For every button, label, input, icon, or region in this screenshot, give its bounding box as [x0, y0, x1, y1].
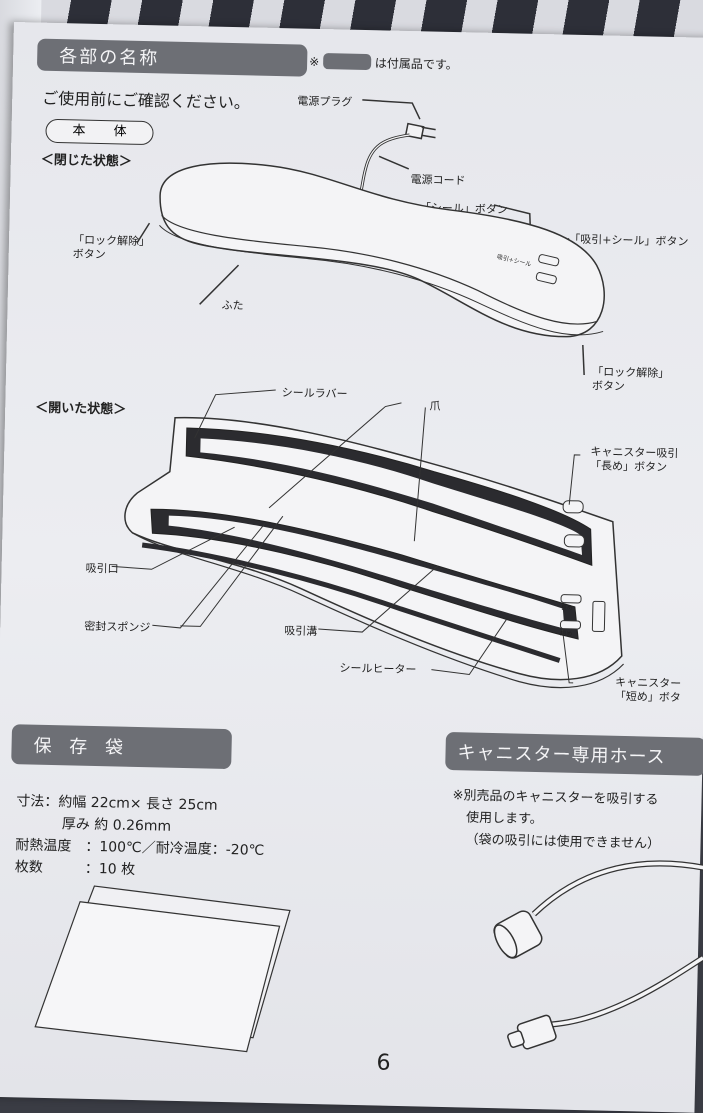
page-number: 6: [376, 1050, 391, 1076]
closed-device-illustration: [136, 99, 605, 376]
manual-page: 各部の名称 ※ は付属品です。 ご使用前にご確認ください。 本 体 ＜閉じた状態…: [0, 22, 703, 1113]
hose-illustration: [493, 860, 703, 1050]
bag-illustration: [34, 885, 291, 1053]
open-device-illustration: [111, 389, 625, 689]
